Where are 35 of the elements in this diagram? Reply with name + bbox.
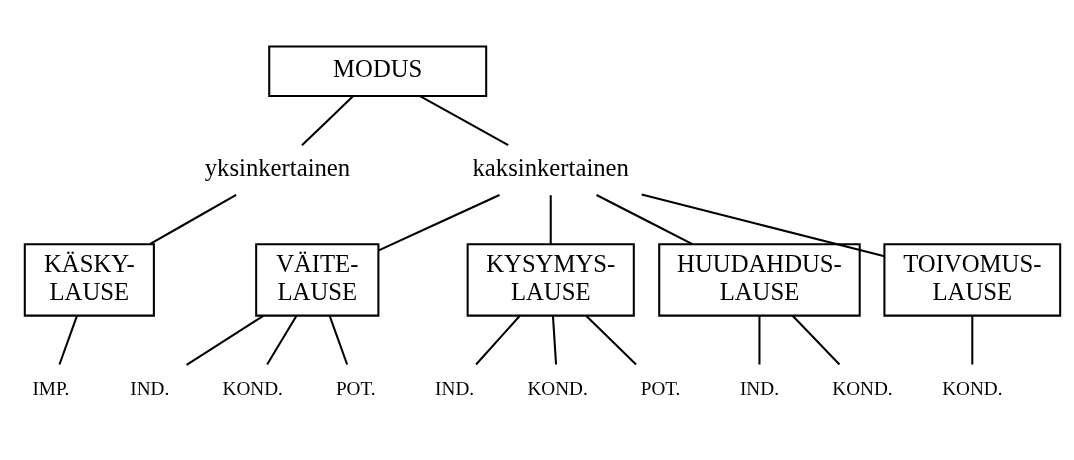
connector <box>641 193 885 257</box>
connector <box>328 314 349 365</box>
connector <box>791 314 841 365</box>
node-text: POT. <box>335 377 376 399</box>
connector <box>419 94 509 146</box>
node-box: TOIVOMUS- LAUSE <box>883 242 1062 317</box>
connector <box>475 314 521 365</box>
node-text: IND. <box>435 377 475 399</box>
connector <box>551 315 558 365</box>
node-text: yksinkertainen <box>204 153 351 181</box>
connector <box>266 314 298 365</box>
node-text: KOND. <box>942 377 1003 399</box>
connector <box>596 193 693 245</box>
node-text: IND. <box>130 377 170 399</box>
connector <box>585 314 637 365</box>
connector <box>549 194 552 244</box>
node-box: VÄITE- LAUSE <box>255 242 380 317</box>
node-text: KOND. <box>222 377 283 399</box>
node-box: MODUS <box>268 44 488 97</box>
connector <box>149 193 237 245</box>
node-box: KÄSKY- LAUSE <box>23 242 155 317</box>
node-box: HUUDAHDUS- LAUSE <box>658 242 861 317</box>
connector <box>971 315 974 364</box>
node-text: KOND. <box>527 377 588 399</box>
connector <box>301 95 354 146</box>
connector <box>378 193 500 251</box>
connector <box>758 315 761 364</box>
connector <box>186 314 264 366</box>
node-text: POT. <box>640 377 681 399</box>
node-text: IMP. <box>32 377 70 399</box>
node-text: KOND. <box>832 377 893 399</box>
node-box: KYSYMYS- LAUSE <box>466 242 635 317</box>
node-text: kaksinkertainen <box>472 153 629 181</box>
connector <box>58 314 78 365</box>
node-text: IND. <box>739 377 779 399</box>
